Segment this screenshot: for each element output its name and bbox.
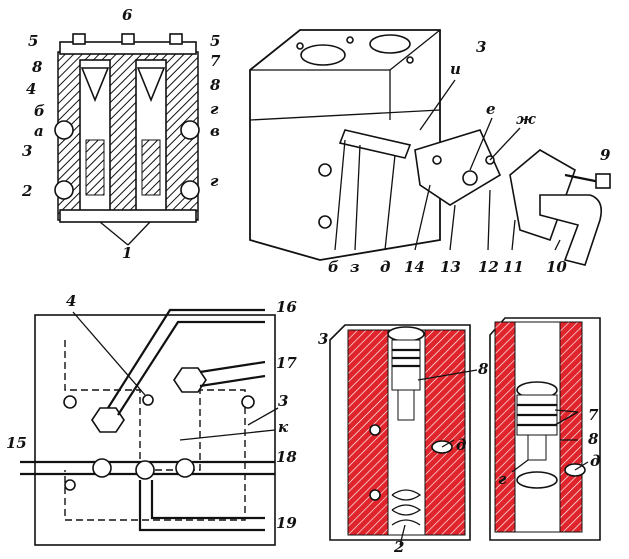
label-3: 3 bbox=[476, 38, 486, 56]
label-7: 7 bbox=[210, 52, 221, 70]
label-5-left: 5 bbox=[28, 32, 38, 50]
label-b: б bbox=[34, 102, 45, 120]
label-8-left: 8 bbox=[478, 360, 489, 378]
label-17: 17 bbox=[276, 354, 297, 372]
label-d: д bbox=[380, 258, 390, 276]
plan-view-panel bbox=[20, 308, 279, 546]
label-19: 19 bbox=[276, 514, 297, 532]
label-d-left: д bbox=[456, 436, 466, 454]
label-4: 4 bbox=[26, 80, 36, 98]
label-15: 15 bbox=[6, 434, 27, 452]
label-8-right: 8 bbox=[210, 76, 221, 94]
label-1: 1 bbox=[122, 244, 132, 262]
label-e: е bbox=[486, 100, 496, 118]
label-14: 14 bbox=[404, 258, 425, 276]
label-4: 4 bbox=[66, 292, 76, 310]
label-2: 2 bbox=[21, 182, 32, 200]
label-i: и bbox=[450, 60, 461, 78]
label-d-right: д bbox=[590, 452, 600, 470]
cutaway-view-labels: 3 8 7 8 д г д 2 bbox=[318, 330, 600, 556]
label-g-upper: г bbox=[210, 100, 219, 118]
section-view-labels: 6 5 5 8 7 4 8 б г а в 3 2 г 1 bbox=[21, 6, 221, 262]
label-g: г bbox=[498, 470, 507, 488]
plan-view-labels: 4 16 17 3 к 15 18 19 bbox=[6, 292, 297, 532]
section-view-panel bbox=[54, 33, 200, 246]
label-z: з bbox=[350, 258, 360, 276]
label-g-lower: г bbox=[210, 172, 219, 190]
label-13: 13 bbox=[440, 258, 461, 276]
cutaway-view-panel bbox=[329, 317, 601, 546]
label-a: а bbox=[34, 122, 44, 140]
label-3: 3 bbox=[318, 330, 328, 348]
label-2: 2 bbox=[393, 538, 404, 556]
label-16: 16 bbox=[276, 298, 297, 316]
label-12: 12 bbox=[478, 258, 499, 276]
label-k: к bbox=[278, 418, 289, 436]
label-3: 3 bbox=[278, 392, 288, 410]
label-10: 10 bbox=[546, 258, 567, 276]
label-8-left: 8 bbox=[32, 58, 43, 76]
label-11: 11 bbox=[503, 258, 524, 276]
isometric-view-panel bbox=[249, 29, 611, 266]
label-7: 7 bbox=[588, 406, 599, 424]
isometric-view-labels: 3 и е ж 9 б з д 14 13 12 11 10 bbox=[328, 38, 611, 276]
label-b: б bbox=[328, 258, 339, 276]
label-18: 18 bbox=[276, 448, 297, 466]
label-3: 3 bbox=[22, 142, 32, 160]
label-v: в bbox=[210, 122, 220, 140]
label-zh: ж bbox=[516, 110, 536, 128]
label-8-right: 8 bbox=[588, 430, 599, 448]
label-6: 6 bbox=[122, 6, 133, 24]
label-5-right: 5 bbox=[210, 32, 220, 50]
label-9: 9 bbox=[600, 146, 611, 164]
